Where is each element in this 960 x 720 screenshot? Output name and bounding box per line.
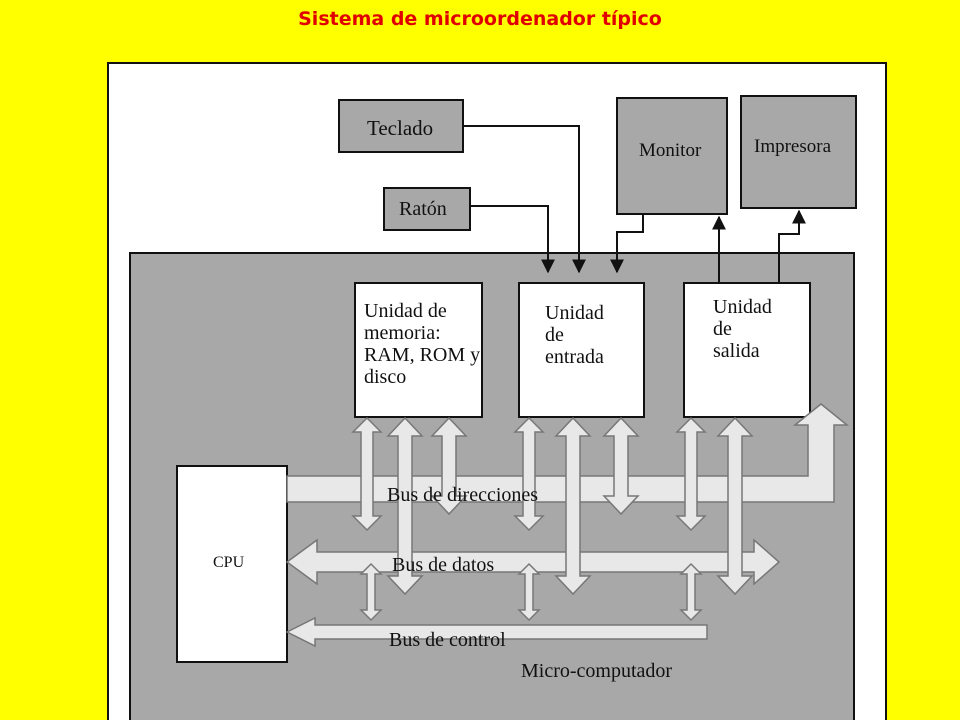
control-bus-arrow xyxy=(285,616,708,648)
printer-label: Impresora xyxy=(754,136,832,157)
keyboard-line xyxy=(463,125,586,274)
page-title: Sistema de microordenador típico xyxy=(298,8,662,30)
memory-unit-label: Unidad de memoria: RAM, ROM y disco xyxy=(364,300,481,388)
output-unit-box xyxy=(683,282,811,418)
keyboard-label: Teclado xyxy=(367,116,434,140)
monitor-box xyxy=(616,97,728,215)
bus-connectors xyxy=(351,416,754,622)
block-diagram xyxy=(129,95,857,720)
cpu-label: CPU xyxy=(213,554,245,571)
control-bus-label: Bus de control xyxy=(389,629,506,651)
monitor-label: Monitor xyxy=(639,140,702,161)
data-bus-label: Bus de datos xyxy=(392,554,495,576)
address-bus-label: Bus de direcciones xyxy=(387,484,539,506)
printer-box xyxy=(740,95,857,209)
diagram-scan: Teclado Ratón Monitor Impresora Unidad d… xyxy=(107,62,887,720)
input-unit-label: Unidad de entrada xyxy=(545,302,604,368)
memory-unit-box xyxy=(354,282,483,418)
address-bus-arrow xyxy=(286,403,850,503)
mouse-box xyxy=(383,187,471,231)
output-unit-label: Unidad de salida xyxy=(713,296,772,362)
mouse-line xyxy=(470,205,555,274)
monitor-line xyxy=(610,214,644,274)
input-unit-box xyxy=(518,282,645,418)
mouse-label: Ratón xyxy=(399,198,447,220)
keyboard-box xyxy=(338,99,464,153)
cpu-box xyxy=(176,465,288,663)
printer-output-line xyxy=(778,209,806,283)
microcomputer-label: Micro-computador xyxy=(521,660,673,682)
data-bus-arrow xyxy=(285,538,781,586)
